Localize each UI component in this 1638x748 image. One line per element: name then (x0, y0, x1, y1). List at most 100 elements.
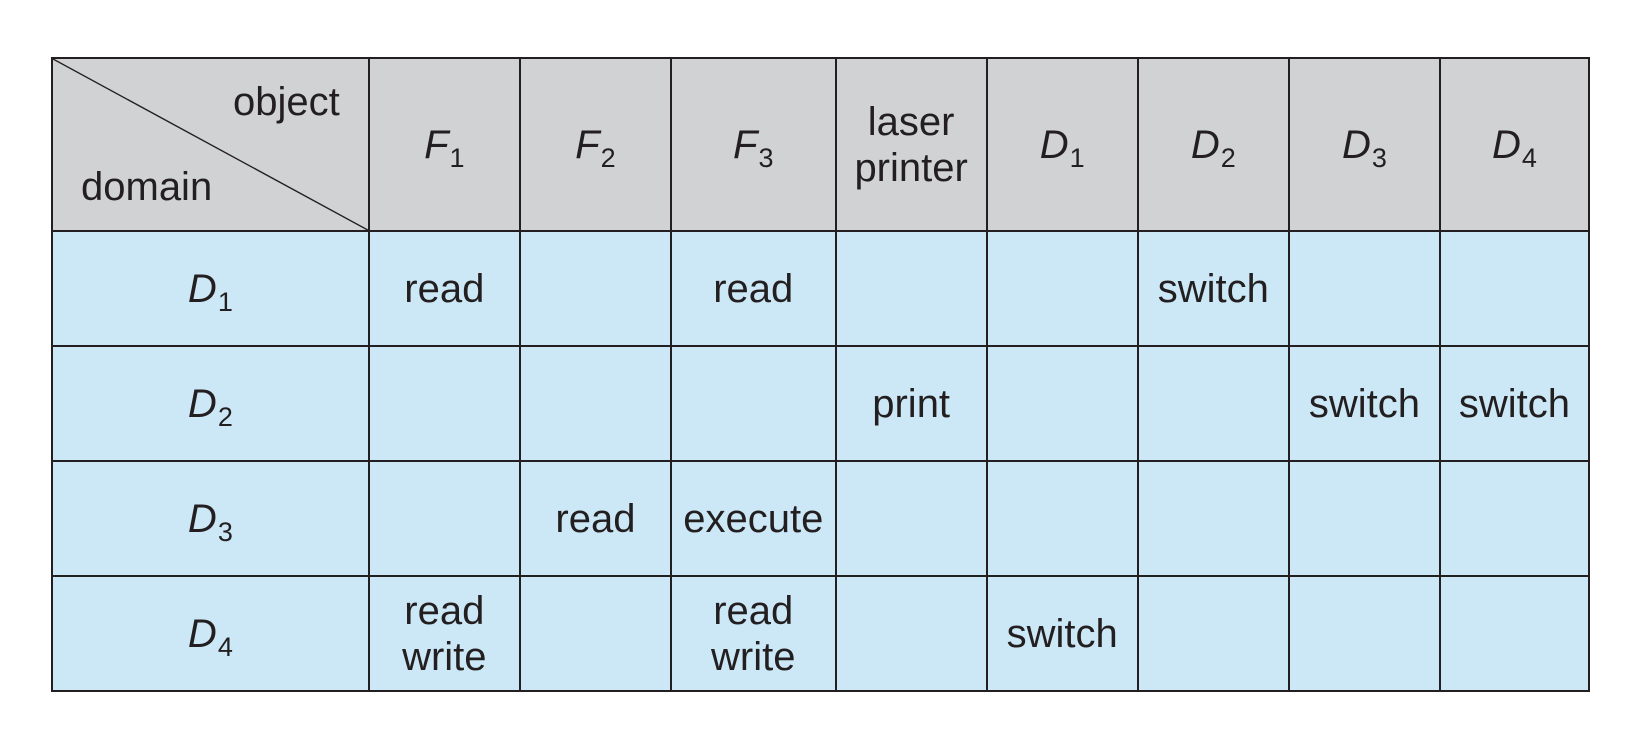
object-symbol: D2 (187, 381, 233, 431)
domain-row-d2: D2 print switch switch (51, 345, 1591, 462)
access-right-text: switch (1308, 381, 1420, 426)
access-right-text: switch (1458, 381, 1571, 426)
symbol-subscript: 1 (449, 142, 465, 173)
access-cell (1287, 575, 1441, 692)
column-header-d2: D2 (1136, 57, 1290, 232)
access-cell (1136, 575, 1290, 692)
access-cell (1136, 460, 1290, 577)
access-cell (518, 575, 672, 692)
access-right-text: read (555, 496, 636, 541)
domain-row-d3: D3 read execute (51, 460, 1591, 577)
access-right-text: read write (402, 588, 487, 679)
access-right-text: print (872, 381, 951, 426)
access-cell (834, 460, 988, 577)
object-symbol: D1 (1039, 122, 1085, 172)
access-right-text: switch (1006, 611, 1118, 656)
symbol-subscript: 4 (1521, 142, 1537, 173)
column-header-d1: D1 (985, 57, 1139, 232)
object-symbol: F1 (424, 122, 464, 172)
corner-diagonal (53, 59, 368, 230)
access-cell (669, 345, 837, 462)
column-header-text: laser printer (854, 99, 968, 190)
access-cell: switch (1287, 345, 1441, 462)
column-header-d4: D4 (1438, 57, 1591, 232)
symbol-subscript: 1 (217, 286, 233, 317)
object-symbol: D1 (187, 266, 233, 316)
access-cell (367, 345, 521, 462)
access-cell: read write (367, 575, 521, 692)
access-cell (985, 230, 1139, 347)
symbol-subscript: 2 (600, 142, 616, 173)
access-cell (1438, 575, 1591, 692)
access-cell: read (367, 230, 521, 347)
object-symbol: D3 (1341, 122, 1387, 172)
object-symbol: D4 (1492, 122, 1537, 172)
access-right-text: execute (683, 496, 824, 541)
row-header-d1: D1 (51, 230, 370, 347)
object-symbol: F2 (575, 122, 615, 172)
symbol-letter: F (733, 122, 758, 167)
symbol-subscript: 2 (217, 401, 233, 432)
column-header-f1: F1 (367, 57, 521, 232)
symbol-subscript: 4 (217, 631, 233, 662)
symbol-letter: F (424, 122, 449, 167)
object-symbol: D2 (1190, 122, 1236, 172)
symbol-letter: D (1190, 122, 1220, 167)
domain-row-d1: D1 read read switch (51, 230, 1591, 347)
access-cell: switch (1438, 345, 1591, 462)
column-header-laser-printer: laser printer (834, 57, 988, 232)
column-header-d3: D3 (1287, 57, 1441, 232)
symbol-letter: D (187, 611, 217, 656)
access-cell (1136, 345, 1290, 462)
access-cell (367, 460, 521, 577)
access-cell: switch (985, 575, 1139, 692)
object-symbol: D4 (187, 611, 233, 661)
symbol-letter: D (1341, 122, 1371, 167)
corner-cell: object domain (51, 57, 370, 232)
access-cell (985, 460, 1139, 577)
column-header-f2: F2 (518, 57, 672, 232)
access-right-text: read (404, 266, 485, 311)
object-axis-label: object (233, 80, 340, 124)
access-cell: read (669, 230, 837, 347)
symbol-subscript: 3 (758, 142, 774, 173)
symbol-subscript: 1 (1069, 142, 1085, 173)
domain-row-d4: D4 read write read write switch (51, 575, 1591, 692)
access-cell: execute (669, 460, 837, 577)
header-row: object domain F1 F2 F3 laser printer D1 … (51, 57, 1591, 232)
access-cell: read write (669, 575, 837, 692)
symbol-letter: D (1492, 122, 1521, 167)
row-header-d2: D2 (51, 345, 370, 462)
symbol-letter: D (187, 266, 217, 311)
symbol-letter: F (575, 122, 600, 167)
access-cell (518, 345, 672, 462)
access-cell (834, 575, 988, 692)
object-symbol: F3 (733, 122, 773, 172)
object-symbol: D3 (187, 496, 233, 546)
access-cell (1287, 230, 1441, 347)
access-cell (1287, 460, 1441, 577)
column-header-f3: F3 (669, 57, 837, 232)
access-cell: read (518, 460, 672, 577)
access-cell (985, 345, 1139, 462)
access-right-text: read (713, 266, 794, 311)
access-cell (1438, 460, 1591, 577)
access-cell (518, 230, 672, 347)
row-header-d4: D4 (51, 575, 370, 692)
domain-axis-label: domain (81, 165, 213, 209)
access-cell: switch (1136, 230, 1290, 347)
symbol-letter: D (187, 381, 217, 426)
symbol-letter: D (187, 496, 217, 541)
access-cell (1438, 230, 1591, 347)
access-matrix-table: object domain F1 F2 F3 laser printer D1 … (51, 57, 1591, 692)
symbol-subscript: 3 (1371, 142, 1387, 173)
symbol-subscript: 3 (217, 516, 233, 547)
access-cell (834, 230, 988, 347)
symbol-subscript: 2 (1220, 142, 1236, 173)
symbol-letter: D (1039, 122, 1069, 167)
row-header-d3: D3 (51, 460, 370, 577)
access-cell: print (834, 345, 988, 462)
access-right-text: switch (1157, 266, 1269, 311)
access-right-text: read write (711, 588, 796, 679)
